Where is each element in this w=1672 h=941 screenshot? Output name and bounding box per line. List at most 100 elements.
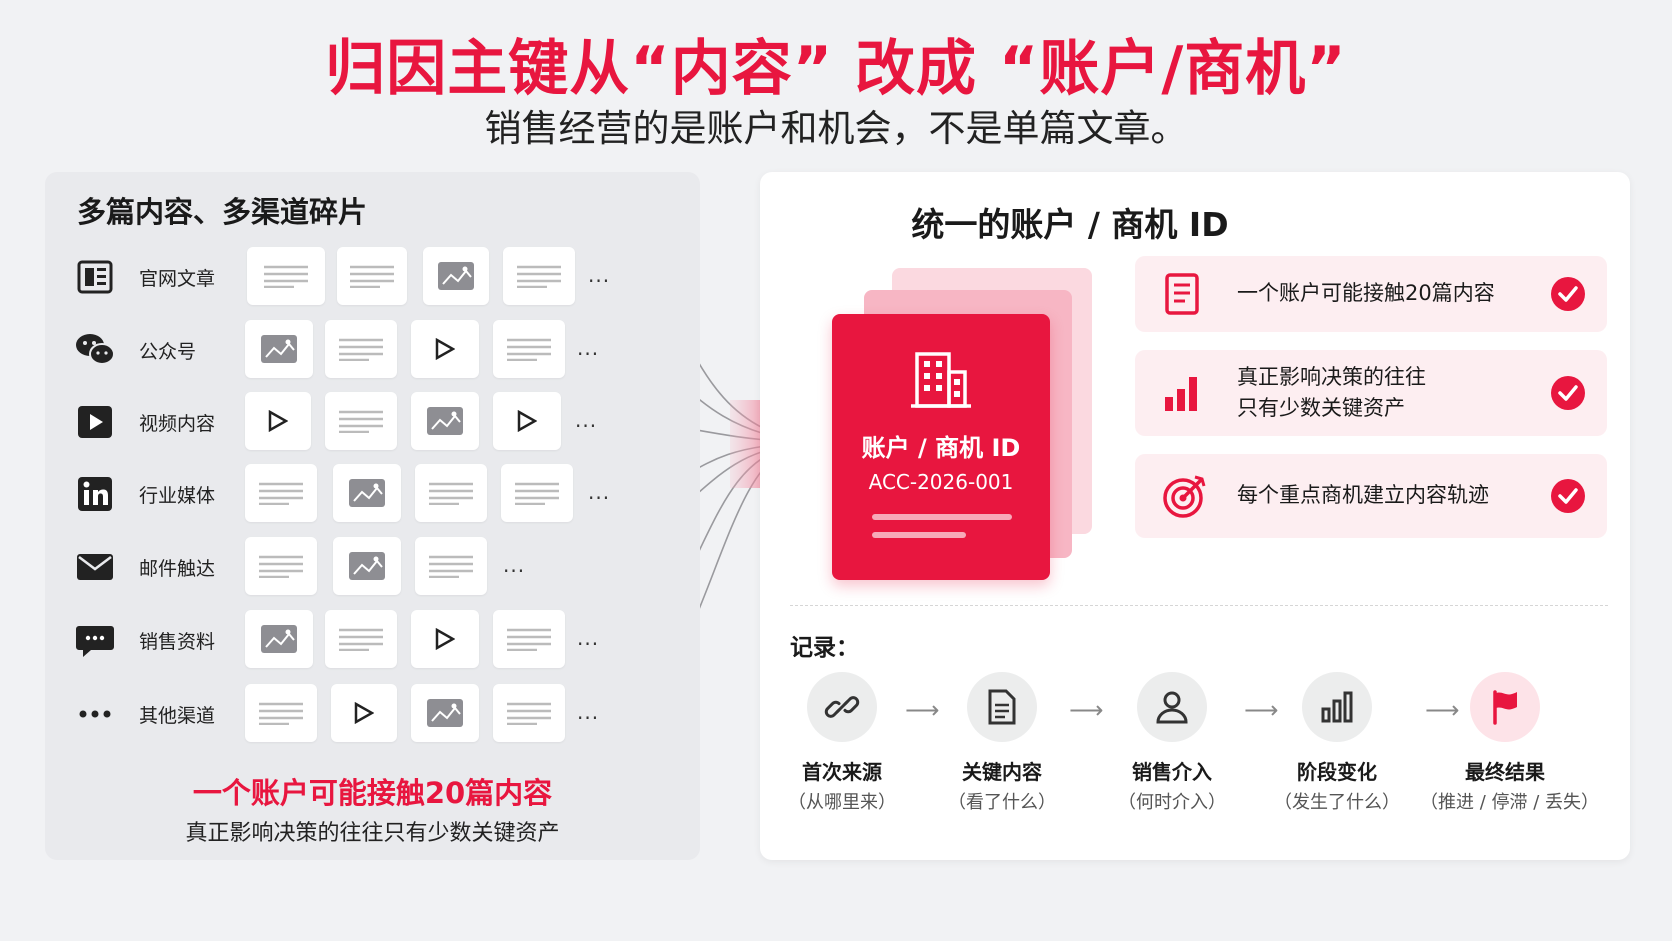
step-icon-circle (1302, 672, 1372, 742)
document-icon (1165, 273, 1199, 315)
text-doc-tile (325, 392, 397, 450)
feature-item: 真正影响决策的往往 只有少数关键资产 (1135, 350, 1607, 436)
left-caption-text: 真正影响决策的往往只有少数关键资产 (185, 821, 560, 846)
step-description: （发生了什么） (1274, 792, 1400, 813)
more-dots: ... (577, 626, 600, 650)
image-tile (411, 684, 479, 742)
flag-icon (1493, 690, 1517, 725)
channel-label: 其他渠道 (139, 705, 216, 727)
image-tile (411, 392, 479, 450)
more-dots: ... (503, 553, 526, 577)
image-tile (423, 247, 489, 305)
text-doc-tile (415, 537, 487, 595)
channel-row-wechat: 公众号 ... (45, 320, 700, 380)
left-highlight-text: 一个账户可能接触20篇内容 (192, 776, 553, 810)
step-icon-circle (807, 672, 877, 742)
user-icon (1156, 691, 1188, 724)
arrow-right-icon: ⟶ (1069, 696, 1104, 724)
channel-label: 行业媒体 (139, 485, 216, 507)
text-doc-tile (501, 464, 573, 522)
feature-text: 真正影响决策的往往 只有少数关键资产 (1237, 365, 1426, 420)
step-name: 最终结果 (1465, 760, 1545, 784)
account-id-card: 账户 / 商机 ID ACC-2026-001 (832, 314, 1050, 580)
image-tile (245, 320, 313, 378)
step-name: 销售介入 (1132, 760, 1212, 784)
text-doc-tile (245, 684, 317, 742)
step-name: 阶段变化 (1297, 760, 1377, 784)
chat-icon (76, 626, 114, 657)
feature-text: 一个账户可能接触20篇内容 (1237, 281, 1495, 305)
step-name: 首次来源 (802, 760, 882, 784)
linkedin-icon (78, 477, 112, 511)
video-tile (411, 320, 479, 378)
check-icon (1551, 376, 1585, 410)
arrow-right-icon: ⟶ (905, 696, 940, 724)
text-doc-tile (325, 320, 397, 378)
text-doc-tile (493, 610, 565, 668)
unified-id-panel: 统一的账户 / 商机 ID 账户 / 商机 ID ACC-2026-001 一个… (760, 172, 1630, 860)
more-dots: ... (575, 408, 598, 432)
step-description: （看了什么） (948, 792, 1056, 813)
more-dots: ... (588, 480, 611, 504)
video-tile (411, 610, 479, 668)
feature-item: 一个账户可能接触20篇内容 (1135, 256, 1607, 332)
channel-row-sales-materials: 销售资料 ... (45, 610, 700, 670)
id-card-code: ACC-2026-001 (868, 470, 1014, 494)
card-placeholder-line (872, 532, 966, 538)
arrow-right-icon: ⟶ (1425, 696, 1460, 724)
bar-chart-icon (1321, 691, 1353, 723)
document-icon (988, 689, 1016, 725)
text-doc-tile (503, 247, 575, 305)
feature-item: 每个重点商机建立内容轨迹 (1135, 454, 1607, 538)
card-placeholder-line (872, 514, 1012, 520)
check-icon (1551, 277, 1585, 311)
video-tile (493, 392, 561, 450)
step-icon-circle (1470, 672, 1540, 742)
wechat-icon (76, 334, 115, 365)
feature-text: 每个重点商机建立内容轨迹 (1237, 483, 1489, 507)
page-subtitle: 销售经营的是账户和机会，不是单篇文章。 (484, 107, 1188, 150)
image-tile (245, 610, 313, 668)
step-description: （从哪里来） (788, 792, 896, 813)
channel-label: 邮件触达 (139, 558, 216, 580)
content-fragments-panel: 多篇内容、多渠道碎片 官网文章 ... 公众号 ... 视频内容 ... 行业媒… (45, 172, 700, 860)
text-doc-tile (415, 464, 487, 522)
channel-label: 官网文章 (139, 268, 216, 290)
right-panel-heading: 统一的账户 / 商机 ID (911, 205, 1229, 244)
mail-icon (77, 554, 113, 580)
building-icon (911, 352, 971, 408)
text-doc-tile (493, 320, 565, 378)
channel-label: 销售资料 (139, 631, 216, 653)
image-tile (333, 464, 401, 522)
target-icon (1163, 475, 1206, 518)
text-doc-tile (247, 247, 325, 305)
article-icon (77, 260, 113, 294)
bar-chart-icon (1165, 377, 1197, 411)
channel-row-email: 邮件触达 ... (45, 537, 700, 597)
text-doc-tile (245, 464, 317, 522)
left-panel-heading: 多篇内容、多渠道碎片 (77, 195, 368, 229)
step-icon-circle (967, 672, 1037, 742)
page-title: 归因主键从“内容” 改成 “账户/商机” (325, 34, 1347, 104)
image-tile (333, 537, 401, 595)
text-doc-tile (493, 684, 565, 742)
text-doc-tile (325, 610, 397, 668)
channel-label: 公众号 (139, 341, 197, 363)
channel-row-industry-media: 行业媒体 ... (45, 464, 700, 524)
text-doc-tile (337, 247, 407, 305)
step-name: 关键内容 (962, 760, 1042, 784)
text-doc-tile (245, 537, 317, 595)
video-icon (78, 406, 112, 438)
more-dots: ... (577, 336, 600, 360)
more-dots: ... (588, 263, 611, 287)
link-icon (824, 696, 860, 718)
step-description: （何时介入） (1118, 792, 1226, 813)
step-description: （推进 / 停滞 / 丢失） (1420, 792, 1600, 813)
channel-row-other: 其他渠道 ... (45, 684, 700, 744)
video-tile (245, 392, 311, 450)
more-dots: ... (577, 700, 600, 724)
channel-label: 视频内容 (139, 413, 216, 435)
record-label: 记录： (790, 635, 859, 661)
arrow-right-icon: ⟶ (1244, 696, 1279, 724)
video-tile (331, 684, 397, 742)
